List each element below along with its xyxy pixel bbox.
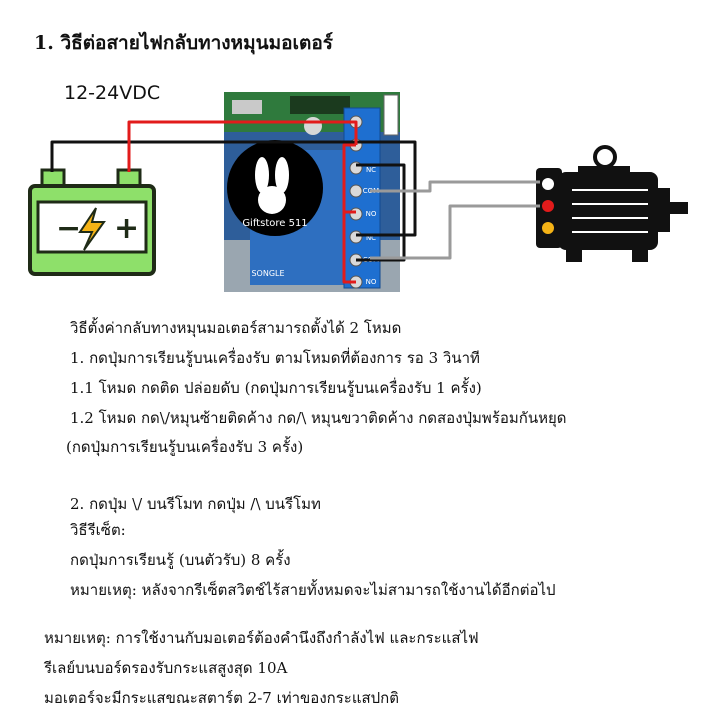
instruction-line: (กดปุ่มการเรียนรู้บนเครื่องรับ 3 ครั้ง) bbox=[66, 438, 304, 456]
terminal-label: NC bbox=[366, 234, 376, 242]
motor bbox=[536, 145, 688, 262]
voltage-label: 12-24VDC bbox=[64, 82, 161, 104]
note-line: รีเลย์บนบอร์ดรองรับกระแสสูงสุด 10A bbox=[44, 659, 288, 677]
terminal-label: NO bbox=[366, 278, 377, 286]
relay-board: Giftstore 511 SONGLE NC COM NO NC COM NO bbox=[224, 92, 400, 292]
note-line: มอเตอร์จะมีกระแสขณะสตาร์ต 2-7 เท่าของกระ… bbox=[44, 689, 400, 707]
terminal-label: NO bbox=[366, 210, 377, 218]
terminal-label: NC bbox=[366, 166, 376, 174]
motor-terminal bbox=[542, 178, 554, 190]
instruction-line: กดปุ่มการเรียนรู้ (บนตัวรับ) 8 ครั้ง bbox=[70, 551, 291, 569]
minus-icon: − bbox=[56, 211, 81, 246]
instruction-line: 2. กดปุ่ม \/ บนรีโมท กดปุ่ม /\ บนรีโมท bbox=[70, 495, 321, 513]
page-title: 1. วิธีต่อสายไฟกลับทางหมุนมอเตอร์ bbox=[34, 32, 333, 54]
logo-text: Giftstore 511 bbox=[242, 218, 307, 229]
instruction-line: วิธีตั้งค่ากลับทางหมุนมอเตอร์สามารถตั้งไ… bbox=[70, 319, 402, 337]
instruction-line: 1.2 โหมด กด\/หมุนซ้ายติดค้าง กด/\ หมุนขว… bbox=[70, 409, 567, 427]
wires bbox=[50, 120, 540, 284]
instruction-line: หมายเหตุ: หลังจากรีเซ็ตสวิตช์ไร้สายทั้งห… bbox=[70, 581, 556, 599]
instruction-line: 1.1 โหมด กดติด ปล่อยดับ (กดปุ่มการเรียนร… bbox=[70, 379, 482, 397]
plus-icon: + bbox=[114, 211, 139, 246]
relay-brand: SONGLE bbox=[251, 269, 284, 278]
motor-terminal bbox=[542, 222, 554, 234]
instruction-line: วิธีรีเซ็ต: bbox=[70, 521, 126, 539]
motor-terminal bbox=[542, 200, 554, 212]
instruction-line: 1. กดปุ่มการเรียนรู้บนเครื่องรับ ตามโหมด… bbox=[70, 349, 480, 367]
battery: − + bbox=[28, 168, 156, 276]
lightning-icon bbox=[78, 207, 106, 251]
note-line: หมายเหตุ: การใช้งานกับมอเตอร์ต้องคำนึงถึ… bbox=[44, 629, 479, 647]
